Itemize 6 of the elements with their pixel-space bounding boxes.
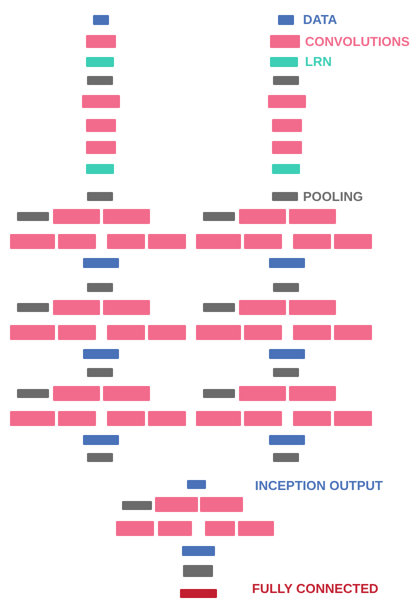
legend-label: LRN (305, 54, 332, 69)
legend-label: POOLING (303, 189, 363, 204)
legend-label: INCEPTION OUTPUT (255, 478, 383, 493)
legend-label: FULLY CONNECTED (252, 581, 378, 596)
legend-label: DATA (303, 12, 338, 27)
legend-label: CONVOLUTIONS (305, 34, 410, 49)
